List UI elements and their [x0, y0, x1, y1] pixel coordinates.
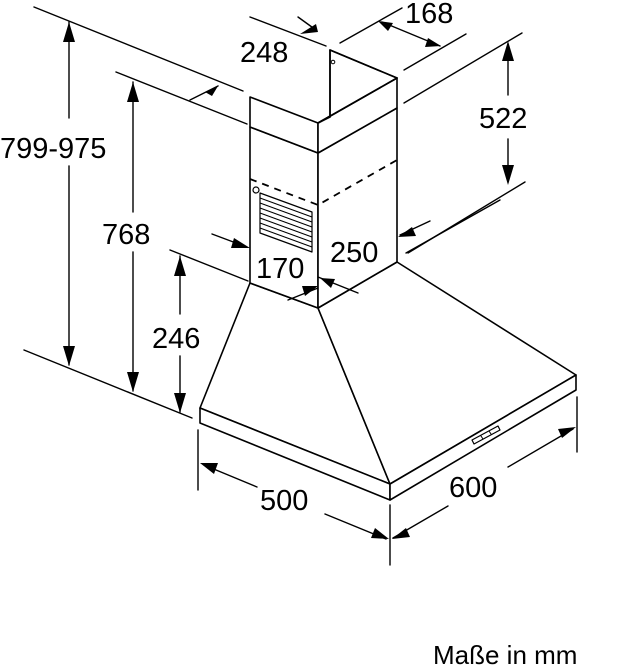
label-min-height: 768: [102, 219, 150, 251]
label-chimney-upper-height: 522: [479, 103, 527, 135]
dim-canopy-height: [174, 255, 186, 413]
canopy: [199, 261, 577, 501]
label-canopy-width: 600: [449, 472, 497, 504]
control-panel-icon: [471, 425, 501, 445]
vent-grille-icon: [259, 192, 313, 253]
label-canopy-depth: 500: [260, 485, 308, 517]
label-chimney-lower-depth: 170: [256, 253, 304, 285]
dim-chimney-lower-width: [317, 199, 501, 294]
label-canopy-height: 246: [152, 323, 200, 355]
label-chimney-top-width: 168: [405, 0, 453, 30]
dim-total-height: [63, 21, 75, 366]
label-total-height: 799-975: [0, 133, 106, 165]
label-chimney-lower-width: 250: [330, 237, 378, 269]
units-note: Maße in mm: [433, 640, 577, 666]
label-chimney-top-depth: 248: [240, 37, 288, 69]
dim-chimney-lower-depth: [211, 233, 319, 301]
dim-canopy-width: [392, 396, 578, 539]
dim-canopy-depth: [197, 429, 391, 566]
dim-chimney-top-depth: [189, 16, 327, 101]
dim-chimney-top-width: [339, 7, 467, 71]
upper-chimney: [249, 49, 398, 154]
dim-min-height: [127, 81, 139, 392]
